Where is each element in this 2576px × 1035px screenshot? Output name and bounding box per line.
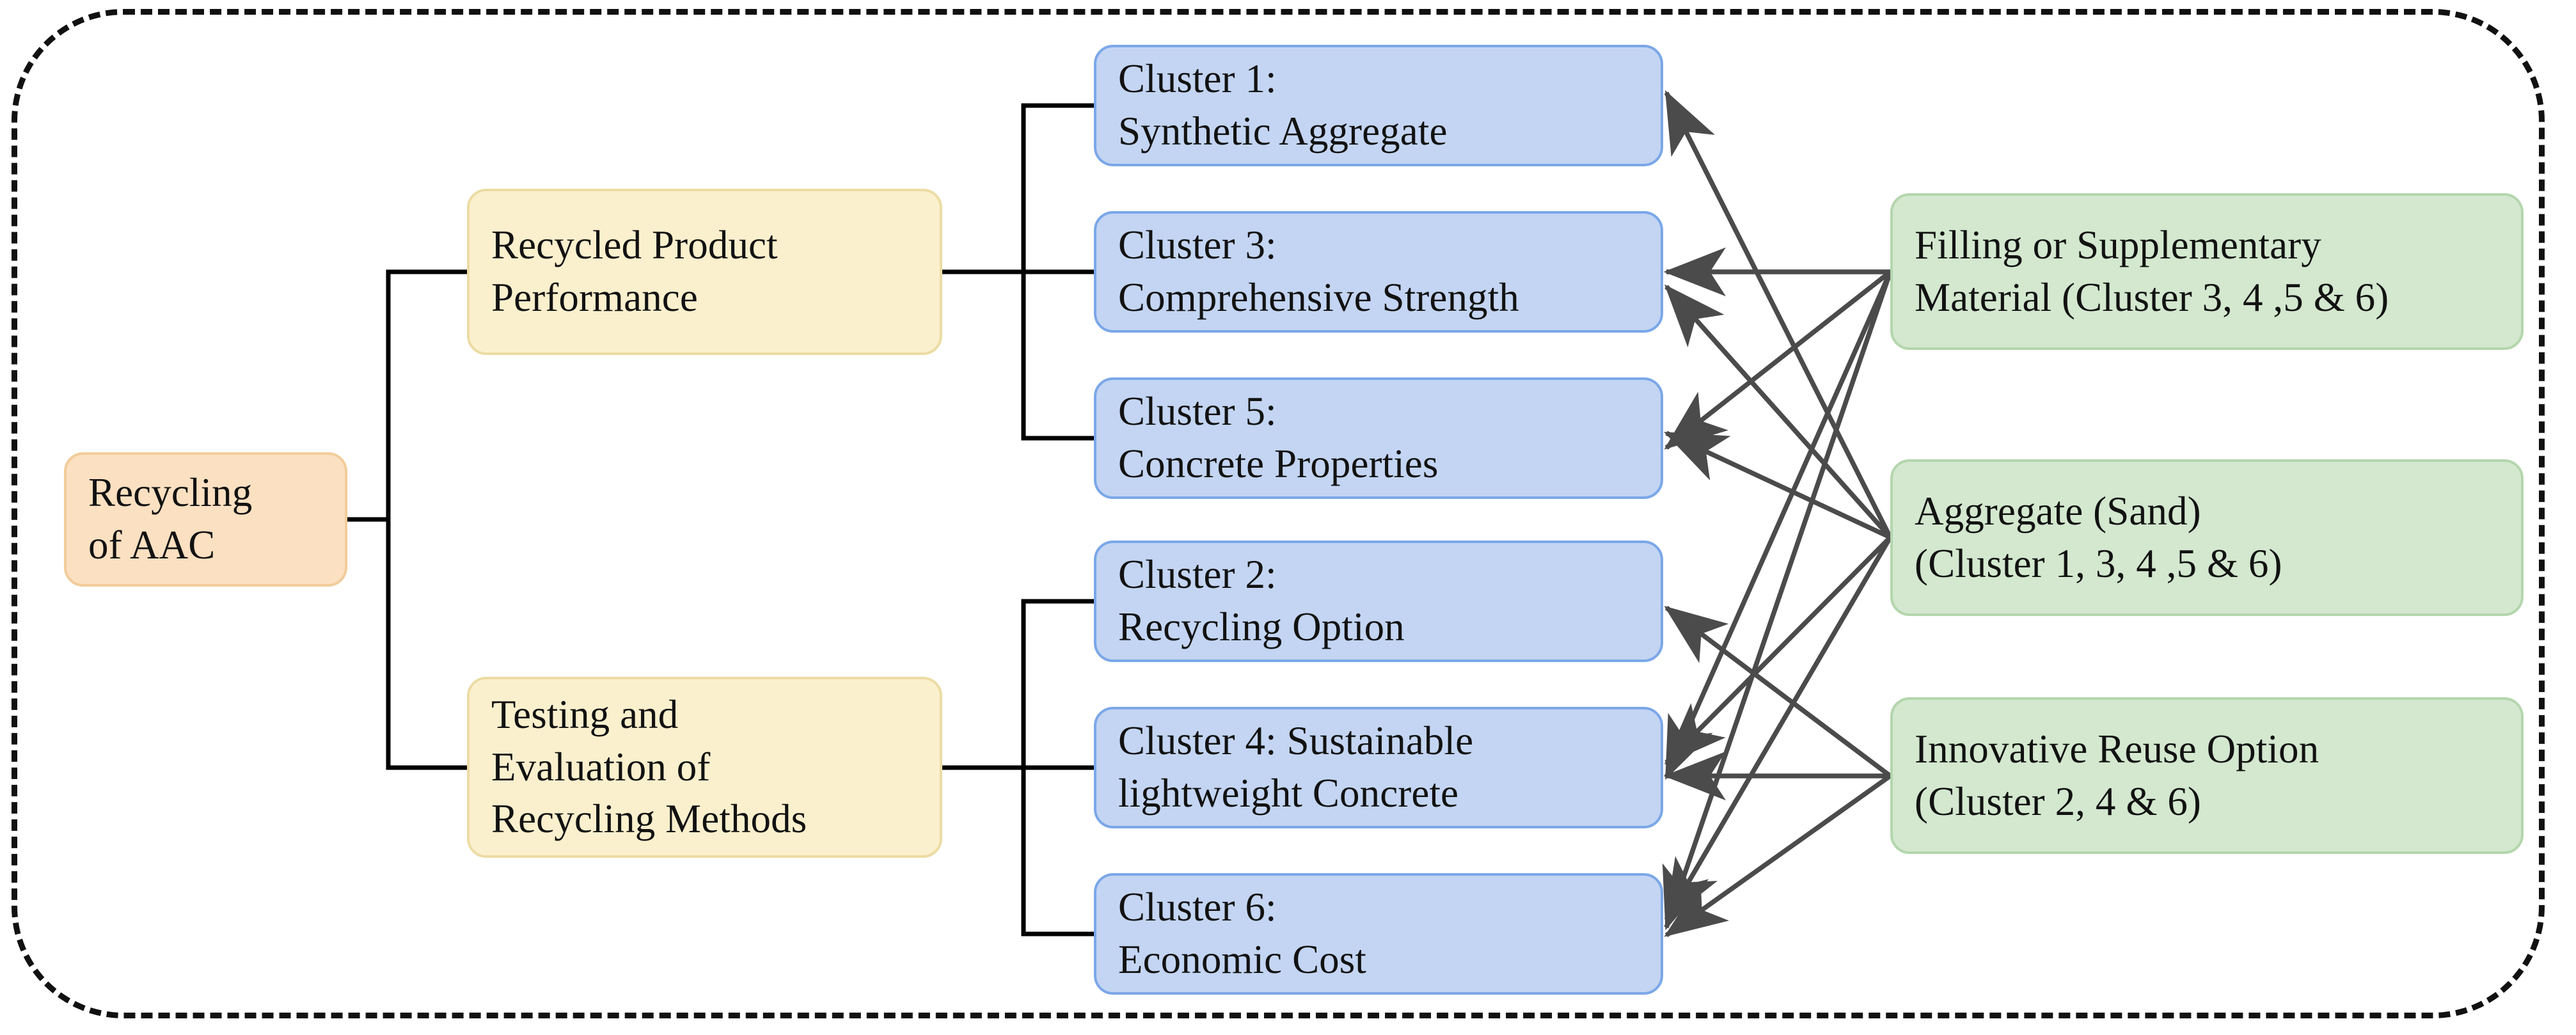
node-label-line: (Cluster 1, 3, 4 ,5 & 6) — [1915, 541, 2282, 586]
node-recycling-of-aac[interactable]: Recycling of AAC — [64, 452, 347, 587]
node-testing-and-evaluation[interactable]: Testing and Evaluation of Recycling Meth… — [467, 677, 942, 858]
node-label-line: Cluster 6: — [1118, 885, 1277, 930]
node-label-line: Recycling Methods — [491, 796, 807, 842]
node-label-line: Cluster 5: — [1118, 389, 1277, 434]
node-label-line: Recycling — [88, 470, 253, 516]
node-cluster-6[interactable]: Cluster 6: Economic Cost — [1094, 873, 1663, 995]
node-cluster-3[interactable]: Cluster 3: Comprehensive Strength — [1094, 211, 1663, 333]
dashed-boundary-frame — [12, 9, 2545, 1018]
node-label-line: Economic Cost — [1118, 937, 1367, 982]
node-innovative-reuse-option[interactable]: Innovative Reuse Option (Cluster 2, 4 & … — [1890, 697, 2524, 854]
node-aggregate-sand[interactable]: Aggregate (Sand) (Cluster 1, 3, 4 ,5 & 6… — [1890, 459, 2524, 616]
node-label-line: Aggregate (Sand) — [1915, 488, 2201, 533]
node-label-line: Innovative Reuse Option — [1915, 726, 2319, 771]
node-label-line: Evaluation of — [491, 744, 711, 789]
node-label-line: (Cluster 2, 4 & 6) — [1915, 778, 2201, 824]
node-label-line: Recycled Product — [491, 223, 778, 268]
node-label-line: Cluster 3: — [1118, 223, 1277, 268]
node-label-line: Cluster 2: — [1118, 552, 1277, 597]
node-label-line: Performance — [491, 275, 698, 320]
node-label-line: lightweight Concrete — [1118, 771, 1459, 816]
node-label-line: of AAC — [88, 523, 216, 567]
node-label-line: Comprehensive Strength — [1118, 275, 1519, 320]
node-cluster-1[interactable]: Cluster 1: Synthetic Aggregate — [1094, 45, 1663, 166]
node-cluster-2[interactable]: Cluster 2: Recycling Option — [1094, 541, 1663, 662]
node-cluster-5[interactable]: Cluster 5: Concrete Properties — [1094, 377, 1663, 499]
node-filling-or-supplementary-material[interactable]: Filling or Supplementary Material (Clust… — [1890, 193, 2524, 350]
node-label-line: Cluster 4: Sustainable — [1118, 718, 1474, 764]
node-cluster-4[interactable]: Cluster 4: Sustainable lightweight Concr… — [1094, 707, 1663, 828]
node-label-line: Synthetic Aggregate — [1118, 109, 1448, 154]
node-label-line: Filling or Supplementary — [1915, 222, 2321, 267]
node-label-line: Testing and — [491, 691, 679, 737]
node-recycled-product-performance[interactable]: Recycled Product Performance — [467, 189, 942, 355]
node-label-line: Concrete Properties — [1118, 441, 1439, 486]
node-label-line: Cluster 1: — [1118, 56, 1277, 102]
node-label-line: Material (Cluster 3, 4 ,5 & 6) — [1915, 274, 2389, 320]
node-label-line: Recycling Option — [1118, 604, 1405, 649]
